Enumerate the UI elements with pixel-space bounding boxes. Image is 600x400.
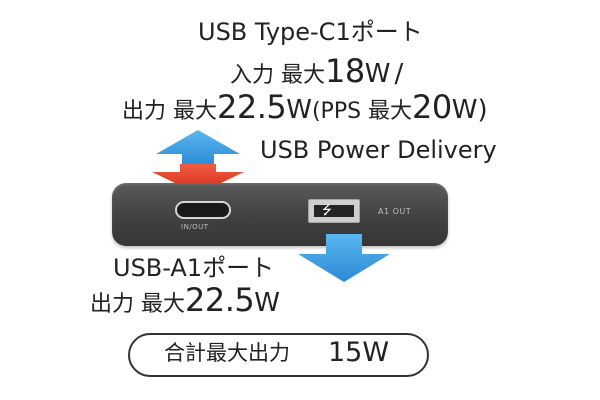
usbc-output-spec: 出力 最大22.5W(PPS 最大20W)	[122, 91, 488, 123]
usba-output-prefix: 出力 最大	[90, 292, 185, 317]
usba-output-spec: 出力 最大22.5W	[90, 284, 280, 316]
usbc-input-prefix: 入力 最大	[230, 63, 325, 88]
usbc-port-label: IN/OUT	[181, 223, 209, 231]
usbc-pps-unit: W	[451, 95, 478, 125]
usb-trident-icon: ⭍	[322, 203, 332, 217]
total-output-number: 15	[328, 337, 363, 368]
total-output-badge: 合計最大出力 15W	[128, 333, 429, 377]
usba-output-value: 22.5	[185, 281, 255, 319]
usba-port-label: A1 OUT	[378, 207, 412, 216]
usbc-port	[175, 201, 231, 219]
usba-port-title: USB-A1ポート	[113, 254, 275, 282]
usbc-output-prefix: 出力 最大	[122, 99, 217, 124]
total-output-value: 15W	[328, 339, 389, 366]
usbc-input-spec: 入力 最大18W/	[230, 55, 403, 87]
usbc-pps-value: 20	[412, 88, 452, 126]
usbc-pps-close: )	[477, 95, 488, 125]
power-bank-body: IN/OUT ⭍ A1 OUT	[112, 183, 448, 246]
down-arrow-icon	[152, 164, 244, 194]
down-arrow-icon	[298, 234, 390, 282]
usbc-port-title: USB Type-C1ポート	[198, 18, 423, 46]
usba-port-slot: ⭍	[314, 203, 354, 217]
usbc-input-value: 18	[325, 52, 365, 90]
total-output-unit: W	[362, 337, 390, 368]
total-output-label: 合計最大出力	[164, 341, 290, 365]
up-arrow-icon	[156, 130, 240, 166]
usb-power-delivery-label: USB Power Delivery	[260, 136, 497, 164]
usba-output-unit: W	[254, 288, 280, 318]
usbc-output-value: 22.5	[217, 88, 287, 126]
double-arrow-icon	[152, 130, 244, 194]
usbc-input-unit: W	[364, 59, 391, 89]
usbc-output-unit: W	[286, 95, 312, 125]
usbc-input-slash: /	[394, 59, 404, 89]
usba-port: ⭍	[308, 199, 360, 223]
usbc-pps-open: (PPS 最大	[311, 99, 413, 124]
